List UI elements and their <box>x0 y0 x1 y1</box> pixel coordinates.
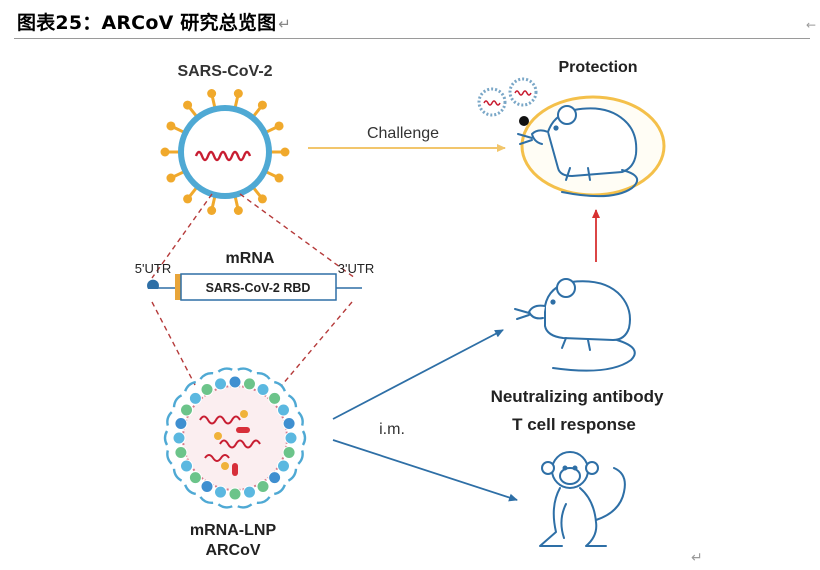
mrna-label: mRNA <box>226 250 275 267</box>
spike-head <box>166 173 176 183</box>
peg-shell <box>297 450 304 465</box>
utr3-label: 3'UTR <box>338 261 374 276</box>
mrna-construct: SARS-CoV-2 RBD <box>147 273 362 301</box>
rbd-box <box>180 273 337 301</box>
immunized-mouse-icon <box>514 278 636 372</box>
peg-shell <box>217 367 233 373</box>
lipid-bead <box>200 383 214 397</box>
im-arrow-to-mouse <box>332 329 504 420</box>
response-line1: Neutralizing antibody <box>491 387 664 406</box>
return-arrow-icon: ← <box>806 18 817 32</box>
lipid-bead <box>180 459 194 473</box>
lipid-bead <box>282 445 296 459</box>
lipid-bead <box>276 459 290 473</box>
peg-shell <box>273 484 286 496</box>
peg-shell <box>301 430 307 446</box>
peg-shell <box>166 450 173 465</box>
peg-shell <box>217 503 233 509</box>
peg-shell <box>166 411 173 426</box>
paragraph-mark-icon: ↵ <box>278 15 292 33</box>
spike-head <box>166 121 176 131</box>
peg-shell <box>199 496 214 505</box>
lipid-bead <box>180 403 194 417</box>
im-arrow-to-monkey <box>332 439 518 502</box>
virus-to-mrna-dashed-right <box>239 193 356 279</box>
lipid-bead <box>174 445 188 459</box>
lipid-bead <box>242 377 256 391</box>
lipid-bead <box>214 377 228 391</box>
peg-shell <box>172 468 183 482</box>
lipid-bead <box>256 479 270 493</box>
virus-particle-icon <box>160 89 290 215</box>
spike-head <box>274 173 284 183</box>
peg-shell <box>287 468 298 482</box>
lnp-label-line1: mRNA-LNP <box>190 522 277 539</box>
peg-shell <box>237 503 253 509</box>
peg-shell <box>237 367 253 373</box>
peg-shell <box>184 380 197 392</box>
protection-label: Protection <box>558 59 637 76</box>
challenge-virus-icon-2 <box>508 77 538 107</box>
peg-shell <box>297 411 304 426</box>
title-divider <box>14 38 810 39</box>
peg-shell <box>199 371 214 380</box>
spike-head <box>183 100 193 110</box>
peg-shell <box>256 371 271 380</box>
spike-head <box>183 194 193 204</box>
lipid-bead <box>276 403 290 417</box>
mrna-to-lnp-dashed-left <box>151 301 196 386</box>
lipid-bead <box>282 417 296 431</box>
spike-head <box>257 100 267 110</box>
challenge-virus-icon-1 <box>477 87 507 117</box>
lipid-bead <box>228 487 242 501</box>
monkey-icon <box>539 451 626 547</box>
spike-head <box>280 147 290 157</box>
spike-head <box>233 89 243 99</box>
challenge-label: Challenge <box>367 125 439 142</box>
spike-head <box>257 194 267 204</box>
lipid-bead <box>188 471 202 485</box>
peg-shell <box>184 484 197 496</box>
paragraph-end-icon: ↵ <box>691 550 703 566</box>
peg-shell <box>163 430 169 446</box>
lipid-bead <box>174 417 188 431</box>
lipid-bead <box>284 431 298 445</box>
title-text: 图表25：ARCoV 研究总览图 <box>17 12 277 34</box>
lipid-bead <box>200 479 214 493</box>
lipid-bead <box>268 471 282 485</box>
spike-head <box>160 147 170 157</box>
lipid-bead <box>242 485 256 499</box>
start-block <box>175 274 181 300</box>
lipid-bead <box>228 375 242 389</box>
document-title: 图表25：ARCoV 研究总览图↵ <box>17 8 291 35</box>
lipid-bead <box>172 431 186 445</box>
spike-head <box>207 89 217 99</box>
lipid-bead <box>256 383 270 397</box>
lipid-bead <box>214 485 228 499</box>
route-label: i.m. <box>379 421 405 438</box>
peg-shell <box>172 394 183 408</box>
lipid-bead <box>188 391 202 405</box>
peg-shell <box>287 394 298 408</box>
mrna-to-lnp-dashed-right <box>281 301 353 386</box>
spike-head <box>233 205 243 215</box>
protected-mouse-icon <box>517 105 639 198</box>
cap-icon <box>147 279 159 289</box>
utr5-label: 5'UTR <box>135 261 171 276</box>
peg-shell <box>256 496 271 505</box>
response-line2: T cell response <box>512 415 636 434</box>
virus-label: SARS-CoV-2 <box>177 63 272 80</box>
peg-shell <box>273 380 286 392</box>
lipid-bead <box>268 391 282 405</box>
rbd-label: SARS-CoV-2 RBD <box>206 281 311 295</box>
spike-head <box>207 205 217 215</box>
inoculation-drop-icon <box>519 116 529 126</box>
lnp-label-line2: ARCoV <box>205 542 260 559</box>
lnp-particle-icon <box>163 367 307 509</box>
spike-head <box>274 121 284 131</box>
